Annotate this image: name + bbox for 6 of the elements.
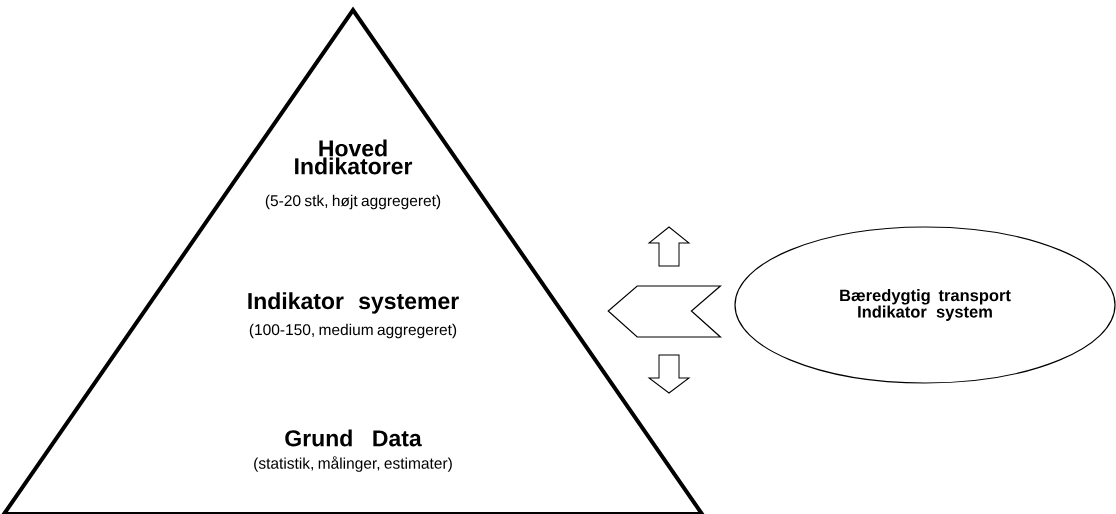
level-heading: Grund Data bbox=[285, 429, 422, 447]
level-description: (100-150, medium aggregeret) bbox=[249, 323, 457, 339]
level-heading: Hoved Indikatorer bbox=[295, 139, 413, 175]
level-description: (statistik, målinger, estimater) bbox=[254, 456, 452, 472]
level-description: (5-20 stk, højt aggregeret) bbox=[265, 194, 441, 210]
level-heading: Indikator systemer bbox=[248, 292, 459, 314]
